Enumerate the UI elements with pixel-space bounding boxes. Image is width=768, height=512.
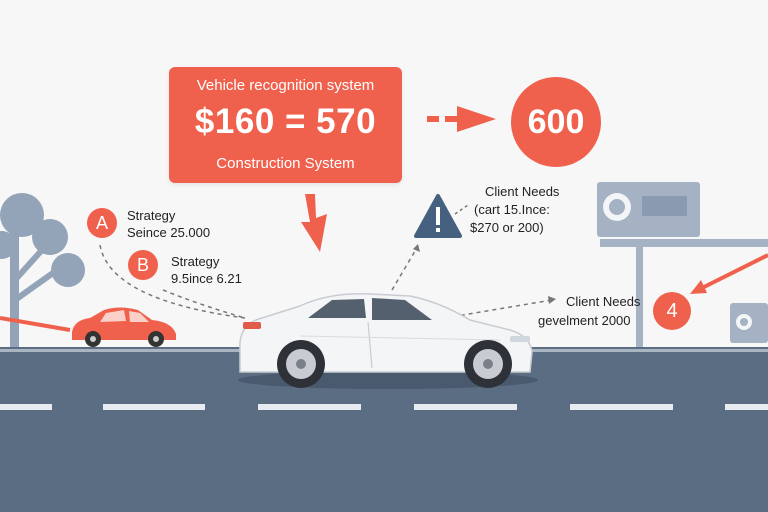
- small-red-car: [72, 307, 176, 347]
- white-sedan: [238, 293, 538, 389]
- arrow-icon: [690, 253, 768, 294]
- strategy-b-title: Strategy: [171, 254, 220, 269]
- strategy-a-title: Strategy: [127, 208, 176, 223]
- strategy-a-detail: Seince 25.000: [127, 225, 211, 240]
- client-needs-top-line2: $270 or 200): [470, 220, 544, 235]
- client-needs-top-line1: (cart 15.Ince:: [474, 202, 550, 217]
- card-subtitle: Construction System: [216, 155, 355, 172]
- arrow-icon: [427, 106, 496, 132]
- tree-icon: [0, 193, 85, 350]
- connector-line: [162, 289, 246, 319]
- recognition-card: Vehicle recognition system $160 = 570 Co…: [169, 67, 402, 183]
- projector-icon: [597, 182, 768, 347]
- card-title: Vehicle recognition system: [196, 77, 375, 94]
- client-needs-top-title: Client Needs: [485, 184, 560, 199]
- projector-icon: [730, 303, 768, 343]
- connector-line: [444, 299, 553, 319]
- lane-markings: [0, 404, 768, 410]
- result-value: 600: [511, 77, 601, 167]
- strategy-b-badge: B: [128, 250, 158, 280]
- strategy-b-detail: 9.5ince 6.21: [171, 271, 242, 286]
- arrow-icon: [301, 194, 327, 252]
- arrow-icon: [0, 316, 71, 332]
- step-badge: 4: [653, 292, 691, 330]
- card-value: $160 = 570: [194, 102, 377, 141]
- connector-line: [391, 245, 419, 291]
- client-needs-right-title: Client Needs: [566, 294, 641, 309]
- client-needs-right-detail: gevelment 2000: [538, 313, 631, 328]
- strategy-a-badge: A: [87, 208, 117, 238]
- warning-icon: [414, 194, 462, 238]
